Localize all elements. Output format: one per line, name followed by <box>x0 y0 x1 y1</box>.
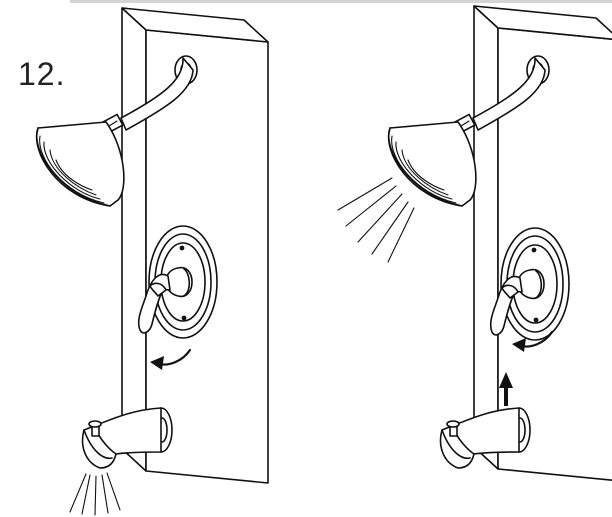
left-panel <box>37 8 268 515</box>
right-panel <box>338 6 612 481</box>
shower-water-icon <box>338 178 414 262</box>
spout-water-icon <box>70 473 120 515</box>
